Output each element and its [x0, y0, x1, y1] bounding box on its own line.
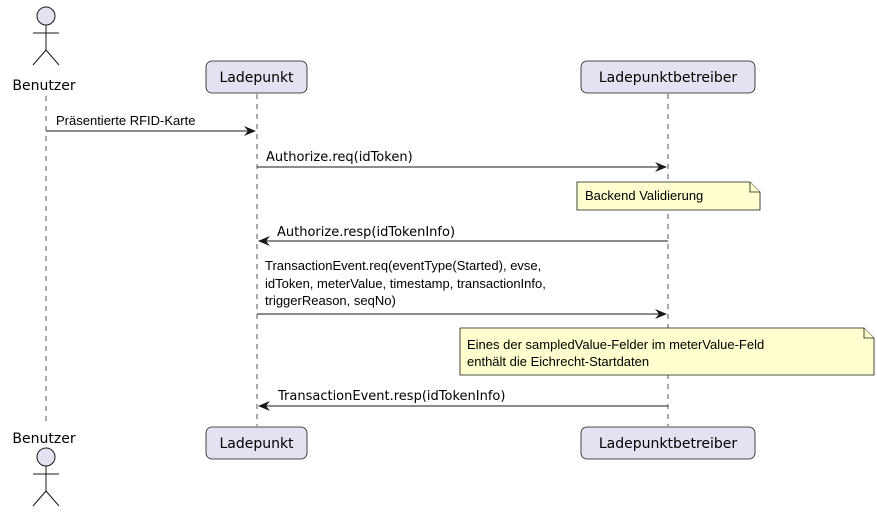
- note-text-line-2: enthält die Eichrecht-Startdaten: [467, 354, 649, 369]
- arrowhead-icon: [258, 236, 270, 246]
- note-fold-icon: [863, 328, 874, 339]
- participant-box: [580, 60, 756, 94]
- message-label: Authorize.resp(idTokenInfo): [277, 225, 455, 240]
- participant-box: [580, 426, 756, 460]
- participant-label: Ladepunkt: [219, 436, 294, 452]
- actor-benutzer-top[interactable]: Benutzer: [12, 6, 76, 94]
- note-box: [459, 327, 875, 376]
- arrowhead-icon: [258, 401, 270, 411]
- note-backend-validierung[interactable]: Backend Validierung: [576, 181, 761, 211]
- message-label: TransactionEvent.resp(idTokenInfo): [277, 389, 505, 404]
- note-box: [576, 181, 761, 211]
- message-authorize-req[interactable]: Authorize.req(idToken): [257, 150, 667, 172]
- note-fold-icon: [749, 182, 760, 193]
- arrowhead-icon: [655, 309, 667, 319]
- arrowhead-icon: [244, 126, 256, 136]
- message-label: Präsentierte RFID-Karte: [56, 113, 195, 128]
- message-label-line-2: idToken, meterValue, timestamp, transact…: [265, 276, 546, 291]
- participant-box: [205, 60, 308, 94]
- note-eichrecht-startdaten[interactable]: Eines der sampledValue-Felder im meterVa…: [459, 327, 875, 376]
- actor-label: Benutzer: [12, 78, 75, 94]
- stick-figure-icon: [32, 447, 60, 507]
- message-transactionevent-resp[interactable]: TransactionEvent.resp(idTokenInfo): [258, 389, 668, 411]
- stick-figure-icon: [32, 6, 60, 66]
- participant-ladepunktbetreiber-top[interactable]: Ladepunktbetreiber: [580, 60, 756, 94]
- participant-ladepunkt-top[interactable]: Ladepunkt: [205, 60, 308, 94]
- actor-benutzer-bottom[interactable]: Benutzer: [12, 431, 76, 507]
- participant-ladepunkt-bottom[interactable]: Ladepunkt: [205, 426, 308, 460]
- participant-ladepunktbetreiber-bottom[interactable]: Ladepunktbetreiber: [580, 426, 756, 460]
- message-praesentierte-rfid-karte[interactable]: Präsentierte RFID-Karte: [46, 113, 256, 136]
- participant-label: Ladepunkt: [219, 70, 294, 86]
- message-label-line-3: triggerReason, seqNo): [265, 293, 396, 308]
- message-label: Authorize.req(idToken): [266, 150, 413, 165]
- participant-box: [205, 426, 308, 460]
- participant-label: Ladepunktbetreiber: [599, 436, 738, 452]
- participant-label: Ladepunktbetreiber: [599, 70, 738, 86]
- note-text: Backend Validierung: [585, 188, 703, 203]
- actor-label: Benutzer: [12, 431, 75, 447]
- message-transactionevent-req[interactable]: TransactionEvent.req(eventType(Started),…: [257, 258, 667, 319]
- arrowhead-icon: [655, 162, 667, 172]
- message-authorize-resp[interactable]: Authorize.resp(idTokenInfo): [258, 225, 668, 246]
- message-label-line-1: TransactionEvent.req(eventType(Started),…: [265, 258, 541, 273]
- note-text-line-1: Eines der sampledValue-Felder im meterVa…: [467, 337, 764, 352]
